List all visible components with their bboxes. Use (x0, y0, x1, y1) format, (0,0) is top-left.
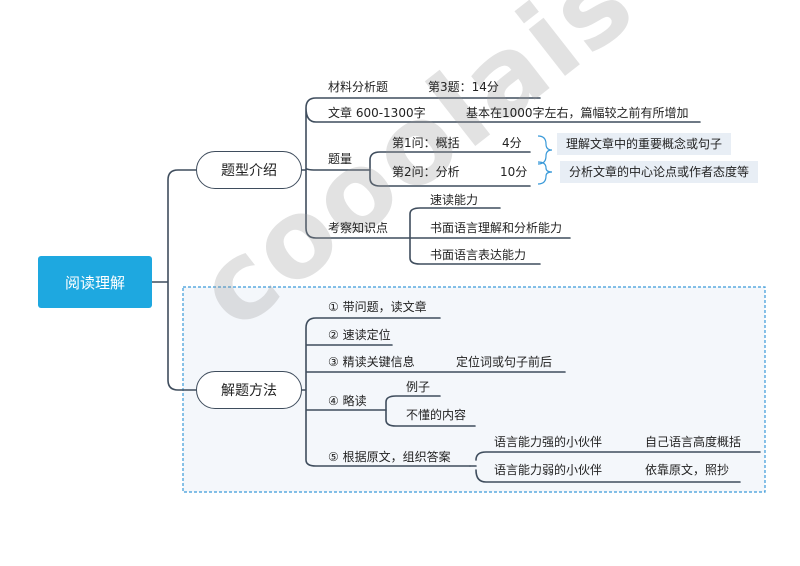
ability-item[interactable]: 书面语言理解和分析能力 (430, 221, 563, 235)
abilities-connector (409, 207, 571, 265)
step-3-note[interactable]: 定位词或句子前后 (456, 355, 553, 369)
method-boundary (182, 286, 766, 493)
abilities-label[interactable]: 考察知识点 (328, 221, 389, 235)
root-node[interactable]: 阅读理解 (38, 256, 152, 308)
q1-label[interactable]: 第1问：概括 (392, 136, 460, 150)
step-2[interactable]: ② 速读定位 (328, 328, 391, 342)
step-4[interactable]: ④ 略读 (328, 394, 367, 408)
ability-item[interactable]: 书面语言表达能力 (430, 248, 527, 262)
q1-note[interactable]: 理解文章中的重要概念或句子 (557, 133, 732, 155)
branch2-connector (300, 317, 566, 467)
note-brace-2 (537, 161, 553, 185)
branch-question-intro[interactable]: 题型介绍 (196, 151, 302, 189)
branch-solving-method[interactable]: 解题方法 (196, 371, 302, 409)
q2-note[interactable]: 分析文章的中心论点或作者态度等 (560, 161, 759, 183)
material-type[interactable]: 材料分析题 (328, 80, 389, 94)
q2-label[interactable]: 第2问：分析 (392, 165, 460, 179)
root-connector (151, 169, 197, 391)
step-5[interactable]: ⑤ 根据原文，组织答案 (328, 450, 451, 464)
answer-who[interactable]: 语言能力弱的小伙伴 (494, 463, 603, 477)
ability-item[interactable]: 速读能力 (430, 193, 479, 207)
answer-who[interactable]: 语言能力强的小伙伴 (494, 435, 603, 449)
branch1-connector (300, 97, 701, 239)
skim-item[interactable]: 例子 (406, 380, 431, 394)
quantity-label[interactable]: 题量 (328, 152, 353, 166)
skim-item[interactable]: 不懂的内容 (406, 408, 467, 422)
q1-score[interactable]: 4分 (502, 136, 522, 150)
answer-how[interactable]: 依靠原文，照抄 (645, 463, 730, 477)
article-length[interactable]: 文章 600-1300字 (328, 106, 426, 120)
answer-connector (469, 451, 761, 483)
note-brace-1 (537, 135, 553, 165)
q2-score[interactable]: 10分 (500, 165, 528, 179)
step-1[interactable]: ① 带问题，读文章 (328, 300, 427, 314)
quantity-connector (369, 151, 531, 187)
step-3[interactable]: ③ 精读关键信息 (328, 355, 415, 369)
answer-how[interactable]: 自己语言高度概括 (645, 435, 742, 449)
article-length-note[interactable]: 基本在1000字左右，篇幅较之前有所增加 (466, 106, 689, 120)
question-number[interactable]: 第3题：14分 (428, 80, 499, 94)
skim-connector (385, 395, 476, 427)
